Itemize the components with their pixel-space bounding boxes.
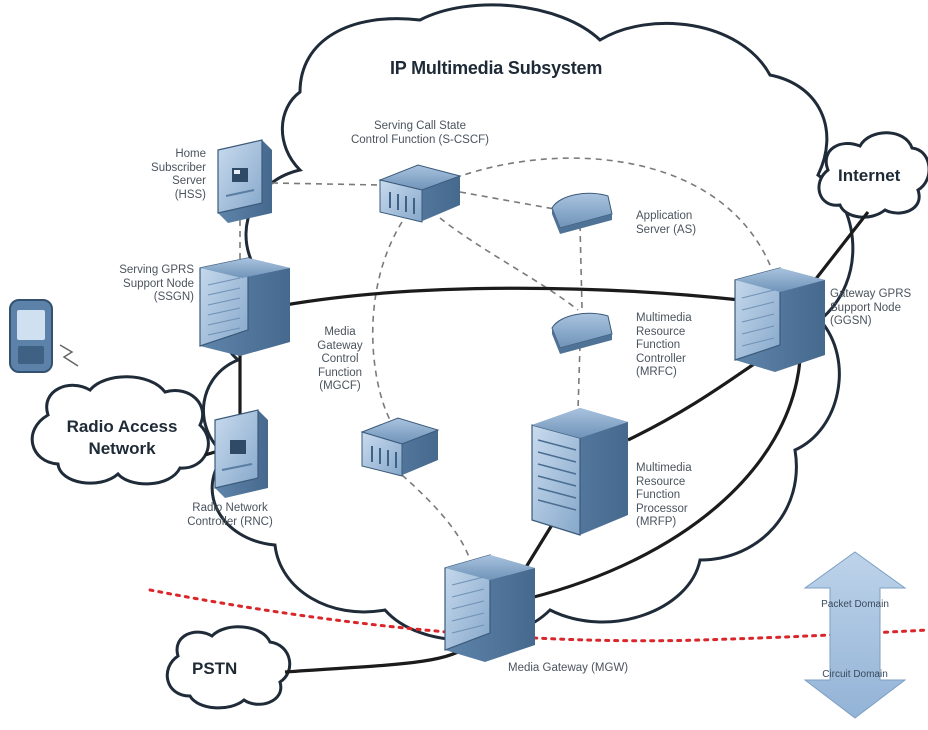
as-label: Application Server (AS) (636, 210, 697, 236)
mgw-node-icon (444, 554, 535, 662)
scscf-ggsn-link (454, 157, 771, 266)
packet-domain-label: Packet Domain (821, 599, 889, 610)
ran-label: Radio Access Network (66, 417, 178, 458)
domain-arrow (803, 551, 907, 719)
diagram-title: IP Multimedia Subsystem (390, 58, 603, 78)
rnc-label: Radio Network Controller (RNC) (187, 502, 273, 528)
sgsn-node-icon (199, 257, 290, 356)
mgcf-node-icon (360, 417, 440, 477)
scscf-label: Serving Call State Control Function (S-C… (350, 120, 490, 146)
internet-label: Internet (838, 166, 901, 185)
ggsn-node-icon (734, 267, 825, 372)
rnc-ran-link (204, 450, 216, 457)
mgcf-label: Media Gateway Control Function (MGCF) (317, 326, 363, 392)
ggsn-internet-link (813, 211, 870, 281)
hss-label: Home Subscriber Server (HSS) (151, 148, 206, 201)
signaling-links (239, 157, 771, 561)
as-node-icon (551, 192, 613, 234)
mgw-pstn-link (284, 643, 470, 674)
mrfp-ggsn-link (627, 358, 761, 442)
ggsn-label: Gateway GPRS Support Node (GGSN) (830, 288, 912, 327)
mobile-handset-icon (9, 299, 79, 373)
mrfp-label: Multimedia Resource Function Processor (… (636, 462, 692, 528)
mrfc-node-icon (551, 312, 613, 354)
scscf-mrfc-link (439, 217, 579, 311)
scscf-as-link (459, 191, 561, 211)
as-mrfc-link (579, 224, 583, 309)
mrfp-node-icon (531, 408, 628, 536)
sgsn-label: Serving GPRS Support Node (SSGN) (119, 264, 194, 303)
pstn-label: PSTN (192, 659, 238, 678)
mgw-ggsn-link (529, 359, 802, 600)
hss-scscf-link (271, 182, 381, 186)
hss-server-icon (217, 139, 272, 223)
internet-cloud (817, 131, 928, 219)
mgcf-mgw-link (401, 474, 471, 561)
sgsn-ggsn-link (284, 286, 741, 307)
scscf-node-icon (378, 164, 462, 223)
ims-cloud (201, 3, 855, 642)
pstn-cloud (165, 625, 292, 710)
mrfc-label: Multimedia Resource Function Controller … (636, 312, 692, 378)
scscf-mgcf-link (372, 221, 403, 421)
mgw-label: Media Gateway (MGW) (508, 662, 629, 674)
circuit-domain-label: Circuit Domain (822, 669, 888, 680)
rnc-server-icon (214, 409, 268, 498)
